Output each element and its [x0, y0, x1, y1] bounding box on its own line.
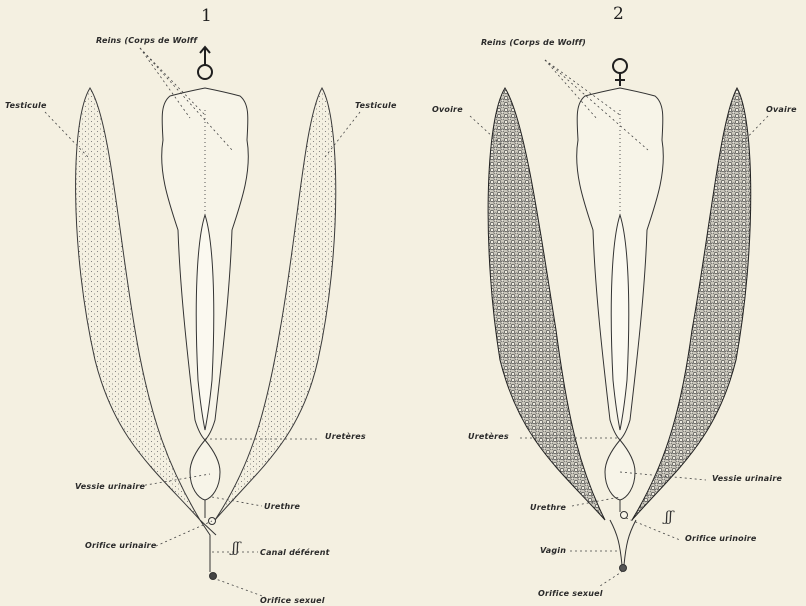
label-ovaire-right: Ovaire [766, 105, 797, 114]
label-orifice-sexuel-1: Orifice sexuel [260, 596, 325, 605]
label-canal-deferent: Canal déférent [260, 548, 330, 557]
label-ureteres-1: Uretères [325, 432, 366, 441]
vagina [610, 520, 622, 565]
figure-2-number: 2 [613, 4, 624, 24]
label-vagin: Vagin [540, 546, 566, 555]
figure-1-male [45, 47, 360, 597]
handwritten-mark-2: ʃʃ [662, 509, 675, 525]
sexual-orifice-2 [620, 565, 627, 572]
figure-1-number: 1 [201, 6, 212, 26]
figure-2-female [470, 59, 768, 586]
bladder-2 [605, 440, 635, 500]
male-symbol [198, 47, 212, 79]
urinary-orifice-2 [621, 512, 628, 519]
label-urethre-2: Urethre [530, 503, 566, 512]
label-ureteres-2: Uretères [468, 432, 509, 441]
label-orifice-urinaire-2: Orifice urinoire [685, 534, 757, 543]
label-orifice-urinaire-1: Orifice urinaire [85, 541, 156, 550]
label-reins-1: Reins (Corps de Wolff [96, 36, 197, 45]
sexual-orifice-1 [210, 573, 217, 580]
label-ovaire-left: Ovoire [432, 105, 463, 114]
label-testicule-left: Testicule [5, 101, 47, 110]
label-testicule-right: Testicule [355, 101, 397, 110]
label-vessie-1: Vessie urinaire [75, 482, 145, 491]
female-symbol [613, 59, 627, 86]
label-urethre-1: Urethre [264, 502, 300, 511]
handwritten-mark-1: ʃʃ [229, 540, 242, 556]
bladder-1 [190, 440, 220, 500]
label-vessie-2: Vessie urinaire [712, 474, 782, 483]
label-reins-2: Reins (Corps de Wolff) [481, 38, 586, 47]
label-orifice-sexuel-2: Orifice sexuel [538, 589, 603, 598]
